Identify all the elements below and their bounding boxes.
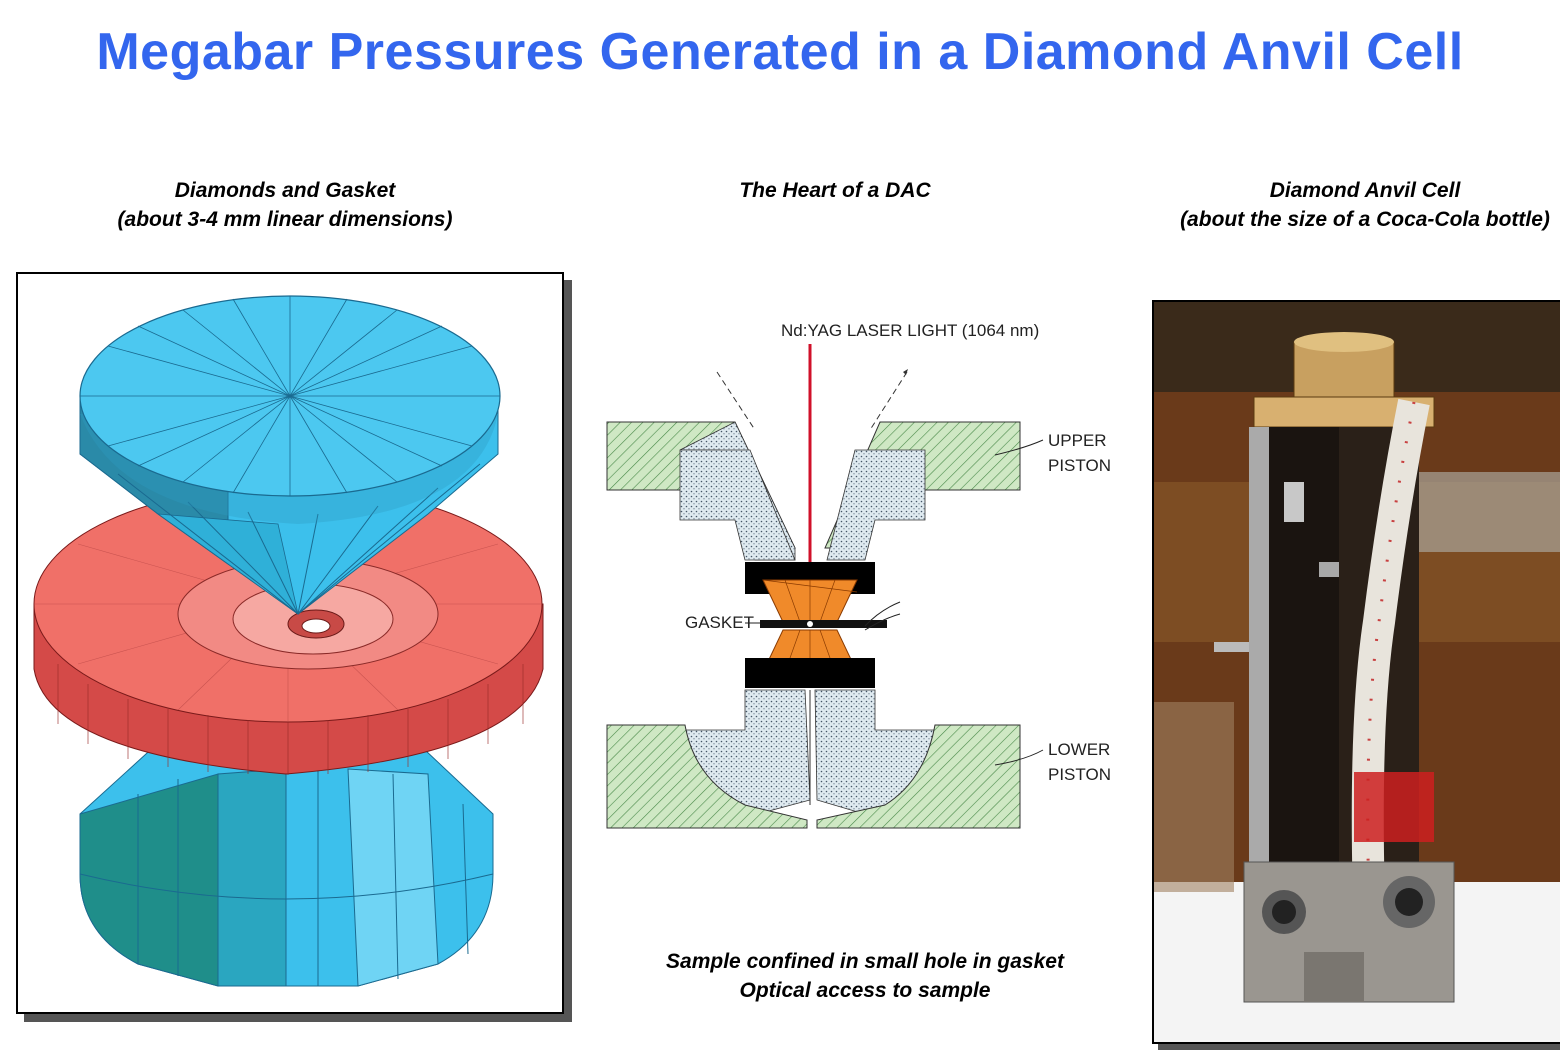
caption-line: (about 3-4 mm linear dimensions): [117, 208, 453, 231]
arrow-head: [903, 369, 908, 375]
top-diamond: [79, 295, 501, 615]
bottom-diamond: [79, 733, 494, 987]
lower-piston-label-1: LOWER: [1048, 740, 1110, 759]
lower-piston-leader: [994, 749, 1044, 766]
caption-line: Diamond Anvil Cell: [1269, 179, 1461, 202]
page-title: Megabar Pressures Generated in a Diamond…: [96, 23, 1464, 81]
diamonds-gasket-illustration: [33, 295, 544, 987]
caption-line: Optical access to sample: [739, 979, 991, 1002]
caption-line: (about the size of a Coca-Cola bottle): [1180, 208, 1550, 231]
upper-piston: [606, 421, 1021, 561]
upper-piston-label-1: UPPER: [1048, 431, 1107, 450]
caption-line: The Heart of a DAC: [739, 179, 931, 202]
gasket: [760, 601, 901, 631]
dac-photo-figure: [1152, 300, 1560, 1044]
lower-anvil: [745, 629, 875, 688]
lower-piston: [606, 689, 1021, 829]
laser-label: Nd:YAG LASER LIGHT (1064 nm): [781, 321, 1039, 340]
lower-piston-label-2: PISTON: [1048, 765, 1111, 784]
caption-diamond-anvil-cell: Diamond Anvil Cell (about the size of a …: [1150, 176, 1560, 234]
caption-diamonds-gasket: Diamonds and Gasket (about 3-4 mm linear…: [60, 176, 510, 234]
dac-cross-section-diagram: Nd:YAG LASER LIGHT (1064 nm): [606, 321, 1111, 829]
optical-cone-left: [716, 371, 756, 431]
caption-line: Diamonds and Gasket: [174, 179, 396, 202]
caption-sample-access: Sample confined in small hole in gasket …: [600, 947, 1130, 1005]
optical-cone-right: [869, 371, 908, 431]
dac-photo: [1154, 302, 1560, 1042]
diamonds-gasket-figure: [16, 272, 564, 1014]
caption-heart-of-dac: The Heart of a DAC: [600, 176, 1070, 205]
caption-line: Sample confined in small hole in gasket: [666, 950, 1064, 973]
dac-cross-section-figure: Nd:YAG LASER LIGHT (1064 nm): [595, 300, 1140, 860]
upper-piston-leader: [994, 439, 1044, 456]
upper-anvil: [745, 562, 875, 623]
upper-piston-label-2: PISTON: [1048, 456, 1111, 475]
gasket-label: GASKET: [685, 613, 754, 632]
